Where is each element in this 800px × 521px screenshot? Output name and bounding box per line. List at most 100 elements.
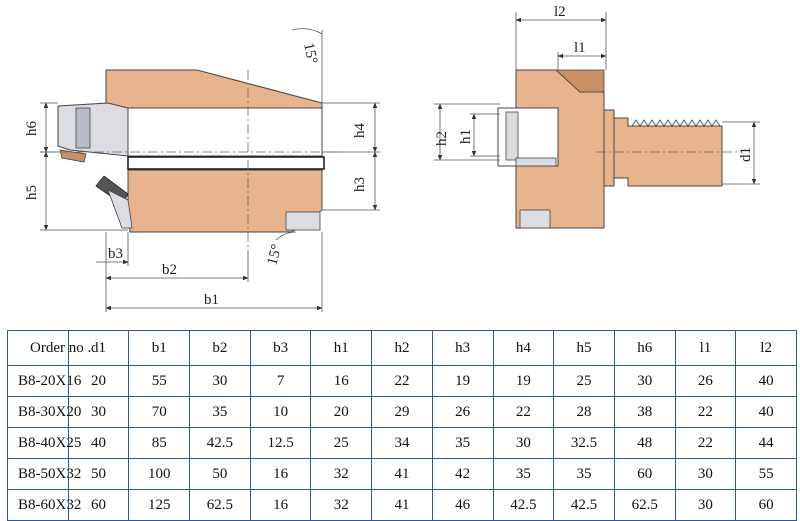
cell-h2: 29 xyxy=(371,396,433,428)
cell-l1: 30 xyxy=(674,489,737,521)
label-b1: b1 xyxy=(204,292,219,308)
cell-l1: 22 xyxy=(674,396,737,428)
cell-h1: 32 xyxy=(310,458,373,490)
side-view-labels: 15° 15° h6 h5 h4 h3 b3 b2 b1 xyxy=(24,42,368,308)
bottom-screw-boss xyxy=(285,211,321,231)
cell-h4: 30 xyxy=(492,427,555,459)
label-h1: h1 xyxy=(458,129,474,144)
cell-h6: 30 xyxy=(613,365,676,397)
cell-h2: 34 xyxy=(371,427,433,459)
label-h3: h3 xyxy=(352,177,368,192)
tool-shank-bar xyxy=(127,156,325,170)
cell-b2: 42.5 xyxy=(189,427,251,459)
cell-b2: 50 xyxy=(189,458,251,490)
header-b1: b1 xyxy=(128,330,191,366)
label-angle-top: 15° xyxy=(300,42,320,66)
front-view xyxy=(497,69,742,229)
cell-l2: 40 xyxy=(735,396,797,428)
front-view-labels: l2 l1 h2 h1 d1 xyxy=(434,4,754,162)
shank-flange xyxy=(603,109,615,187)
cell-h6: 62.5 xyxy=(613,489,676,521)
cell-l1: 26 xyxy=(674,365,737,397)
cell-l2: 44 xyxy=(735,427,797,459)
cell-h1: 25 xyxy=(310,427,373,459)
technical-drawing: 15° 15° h6 h5 h4 h3 b3 b2 b1 xyxy=(24,4,760,312)
angled-support xyxy=(107,189,133,229)
label-b2: b2 xyxy=(162,262,177,278)
insert-clamp xyxy=(75,107,91,149)
side-view-dimensions xyxy=(40,28,380,312)
cell-b3: 16 xyxy=(249,489,312,521)
header-b2: b2 xyxy=(189,330,251,366)
cell-h3: 42 xyxy=(431,458,494,490)
cell-h1: 16 xyxy=(310,365,373,397)
header-h4: h4 xyxy=(492,330,555,366)
header-h3: h3 xyxy=(431,330,494,366)
cell-order: B8-40X25 xyxy=(7,427,81,459)
cell-h3: 26 xyxy=(431,396,494,428)
cell-b2: 30 xyxy=(189,365,251,397)
cell-h1: 32 xyxy=(310,489,373,521)
cell-d1: 50 xyxy=(67,458,130,490)
side-view xyxy=(40,69,340,250)
header-b3: b3 xyxy=(249,330,312,366)
cell-h5: 25 xyxy=(553,365,615,397)
cell-order: B8-50X32 xyxy=(7,458,81,490)
cell-l2: 40 xyxy=(735,365,797,397)
label-b3: b3 xyxy=(108,246,123,262)
cell-b1: 55 xyxy=(128,365,191,397)
cell-l1: 22 xyxy=(674,427,737,459)
label-l1: l1 xyxy=(574,40,586,56)
cell-b2: 62.5 xyxy=(189,489,251,521)
cell-d1: 40 xyxy=(67,427,130,459)
front-screw-boss xyxy=(519,209,551,229)
label-h4: h4 xyxy=(352,123,368,139)
tool-shank-slot xyxy=(127,107,323,157)
insert-tip xyxy=(59,149,87,163)
label-h2: h2 xyxy=(434,131,450,146)
header-h1: h1 xyxy=(310,330,373,366)
label-h5: h5 xyxy=(24,185,40,200)
cell-b1: 70 xyxy=(128,396,191,428)
label-d1: d1 xyxy=(738,147,754,162)
cell-h5: 42.5 xyxy=(553,489,615,521)
cell-h6: 48 xyxy=(613,427,676,459)
front-view-dimensions xyxy=(434,12,760,185)
cutting-insert xyxy=(57,102,129,157)
cell-h4: 42.5 xyxy=(492,489,555,521)
shank-thread-teeth xyxy=(631,119,721,127)
header-l2: l2 xyxy=(735,330,797,366)
front-top-ridge xyxy=(554,69,605,93)
header-h2: h2 xyxy=(371,330,433,366)
label-h6: h6 xyxy=(24,121,40,137)
cell-h1: 20 xyxy=(310,396,373,428)
cell-b3: 16 xyxy=(249,458,312,490)
table-header-row: Order no . d1 b1 b2 b3 h1 h2 h3 h4 h5 h6… xyxy=(7,330,797,366)
cell-h2: 41 xyxy=(371,489,433,521)
specification-table: Order no . d1 b1 b2 b3 h1 h2 h3 h4 h5 h6… xyxy=(7,330,797,521)
cell-h6: 38 xyxy=(613,396,676,428)
cell-h3: 46 xyxy=(431,489,494,521)
cell-h3: 35 xyxy=(431,427,494,459)
header-h6: h6 xyxy=(613,330,676,366)
cell-b1: 100 xyxy=(128,458,191,490)
cell-h2: 22 xyxy=(371,365,433,397)
cell-b3: 10 xyxy=(249,396,312,428)
header-order-no: Order no . xyxy=(7,330,91,366)
label-angle-bottom: 15° xyxy=(264,243,285,267)
cell-b3: 12.5 xyxy=(249,427,312,459)
cell-h4: 22 xyxy=(492,396,555,428)
cell-h4: 19 xyxy=(492,365,555,397)
cell-d1: 30 xyxy=(67,396,130,428)
cell-b1: 125 xyxy=(128,489,191,521)
header-l1: l1 xyxy=(674,330,737,366)
header-h5: h5 xyxy=(553,330,615,366)
cell-l2: 60 xyxy=(735,489,797,521)
front-insert xyxy=(505,111,519,161)
